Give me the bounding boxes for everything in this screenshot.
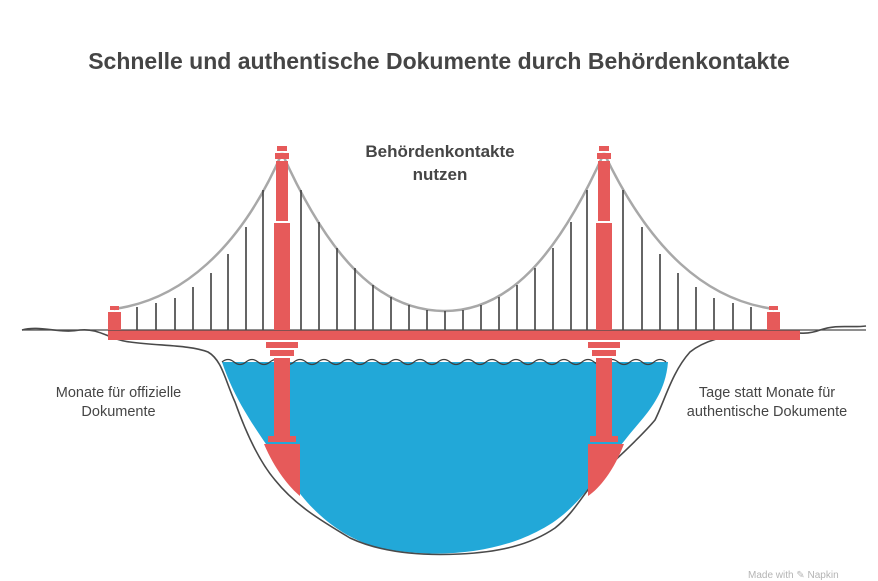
suspender-cables [136, 190, 752, 330]
main-cable-right-span [602, 152, 775, 311]
right-bank-label-text: Tage statt Monate für authentische Dokum… [686, 385, 848, 420]
left-bank-label-text: Monate für offizielle Dokumente [55, 385, 182, 420]
left-bank-label: Monate für offizielle Dokumente [36, 384, 201, 422]
bridge-label-text: Behördenkontakte nutzen [365, 142, 515, 184]
main-cable-center-span [280, 152, 606, 313]
right-end-pier [767, 306, 780, 330]
bridge-label: Behördenkontakte nutzen [330, 140, 550, 186]
river-water [222, 362, 668, 554]
napkin-watermark: Made with ✎ Napkin [748, 570, 839, 581]
diagram-title: Schnelle und authentische Dokumente durc… [88, 48, 790, 74]
right-tower [588, 146, 624, 496]
water-surface [221, 358, 667, 366]
right-bank-label: Tage statt Monate für authentische Dokum… [672, 384, 862, 422]
main-cable-left-span [113, 152, 284, 311]
left-end-pier [108, 306, 121, 330]
left-tower [264, 146, 300, 496]
bridge-deck [108, 330, 800, 340]
